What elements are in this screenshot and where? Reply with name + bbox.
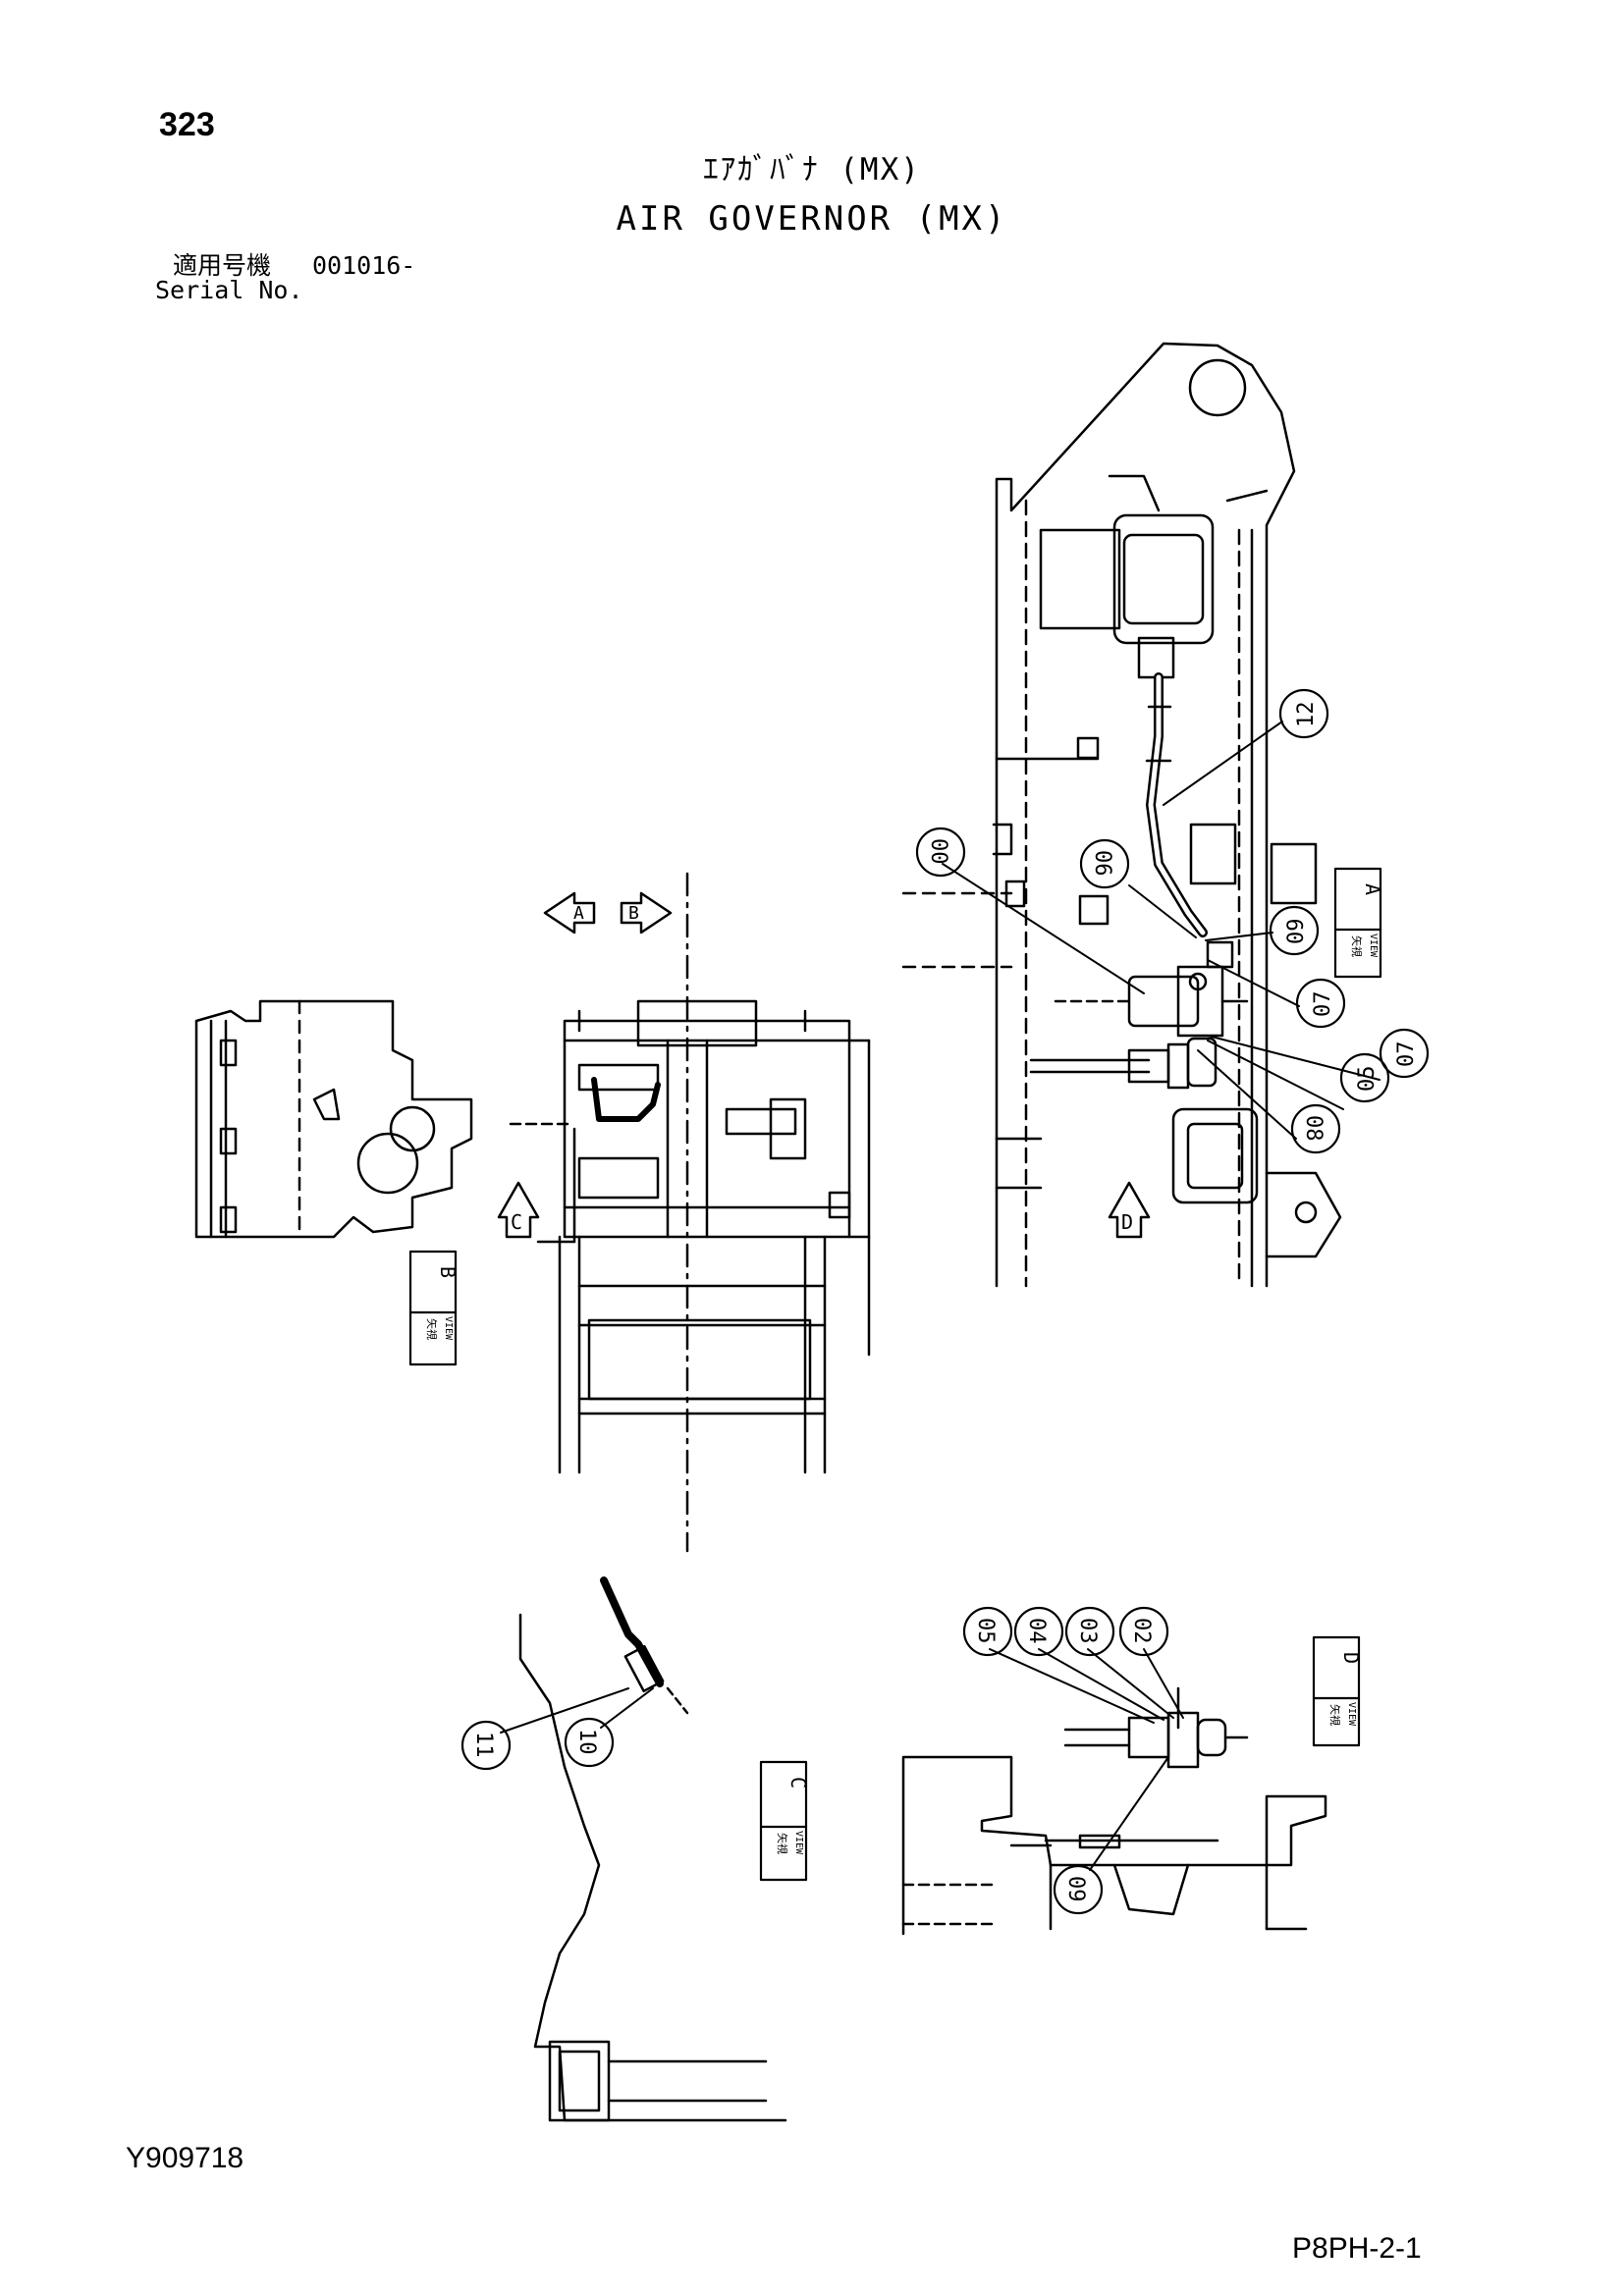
page-number: 323 — [159, 106, 215, 143]
view-label-c: C 矢視 VIEW — [759, 1760, 810, 1882]
document-id: Y909718 — [126, 2142, 244, 2174]
part-callout: 09 — [1053, 1864, 1104, 1915]
svg-text:VIEW: VIEW — [443, 1316, 454, 1341]
part-callout: 03 — [1064, 1606, 1115, 1657]
view-d-assembly — [901, 1648, 1327, 1936]
svg-text:矢視: 矢視 — [425, 1318, 439, 1340]
svg-text:矢視: 矢視 — [776, 1833, 789, 1854]
part-callout: 06 — [1079, 838, 1130, 889]
svg-text:12: 12 — [1294, 702, 1319, 728]
part-callout: 07 — [1295, 978, 1346, 1029]
part-callout: 12 — [1278, 688, 1329, 739]
svg-text:08: 08 — [1301, 1115, 1326, 1142]
svg-text:VIEW: VIEW — [793, 1831, 804, 1855]
part-callout: 07 — [1379, 1028, 1430, 1079]
view-b-assembly — [194, 999, 473, 1239]
svg-text:矢視: 矢視 — [1350, 935, 1364, 957]
serial-label: Serial No. — [155, 276, 303, 304]
serial-label-japanese: 適用号機 — [173, 251, 272, 280]
svg-text:VIEW: VIEW — [1368, 934, 1379, 958]
svg-text:02: 02 — [1129, 1618, 1154, 1644]
svg-text:09: 09 — [1063, 1876, 1088, 1902]
part-callout: 09 — [1269, 905, 1320, 956]
view-a-callout-leaders — [942, 721, 1380, 1140]
svg-text:05: 05 — [973, 1618, 998, 1644]
page-title-japanese: ｴｱｶﾞﾊﾞﾅ (MX) — [703, 152, 921, 187]
svg-text:11: 11 — [471, 1732, 496, 1758]
page-code: P8PH-2-1 — [1292, 2232, 1422, 2265]
svg-text:B: B — [436, 1266, 460, 1278]
svg-text:09: 09 — [1284, 919, 1309, 945]
view-labels: A 矢視 VIEW B 矢視 VIEW C 矢視 VIEW D 矢視 VIEW — [408, 867, 1384, 1882]
part-callout: 00 — [915, 827, 966, 878]
part-callout: 02 — [1118, 1606, 1169, 1657]
view-c-arrow-label: C — [511, 1210, 522, 1234]
view-a-assembly: D — [901, 342, 1342, 1288]
view-label-b: B 矢視 VIEW — [408, 1250, 460, 1366]
view-d-arrow-label: D — [1121, 1210, 1133, 1234]
upper-structure-plan: C A B — [497, 872, 871, 1553]
serial-number-range: 001016- — [312, 251, 416, 280]
svg-text:矢視: 矢視 — [1328, 1704, 1342, 1726]
view-label-d: D 矢視 VIEW — [1312, 1635, 1363, 1747]
svg-text:10: 10 — [574, 1729, 599, 1755]
part-callout: 10 — [564, 1717, 615, 1768]
svg-text:04: 04 — [1024, 1618, 1049, 1644]
part-callout: 05 — [1339, 1052, 1390, 1103]
svg-text:06: 06 — [1090, 850, 1114, 877]
svg-text:C: C — [786, 1777, 810, 1789]
svg-text:D: D — [1339, 1652, 1363, 1664]
svg-text:00: 00 — [926, 838, 950, 865]
view-a-arrow-label: A — [573, 903, 584, 924]
view-c-assembly — [500, 1576, 787, 2122]
view-label-a: A 矢視 VIEW — [1333, 867, 1384, 979]
svg-text:07: 07 — [1394, 1041, 1419, 1068]
view-b-arrow-label: B — [628, 903, 639, 924]
svg-text:VIEW: VIEW — [1346, 1702, 1357, 1727]
part-callout: 11 — [460, 1720, 512, 1771]
part-callout: 04 — [1013, 1606, 1064, 1657]
page-title: AIR GOVERNOR (MX) — [616, 199, 1008, 239]
svg-text:A: A — [1361, 883, 1384, 895]
svg-text:05: 05 — [1355, 1066, 1380, 1093]
part-callout: 05 — [962, 1606, 1013, 1657]
svg-text:03: 03 — [1075, 1618, 1100, 1644]
svg-text:07: 07 — [1311, 991, 1335, 1018]
part-callout: 08 — [1290, 1103, 1341, 1154]
callouts: 00 12 06 09 07 05 08 07 02 03 04 05 09 1… — [460, 688, 1430, 1915]
